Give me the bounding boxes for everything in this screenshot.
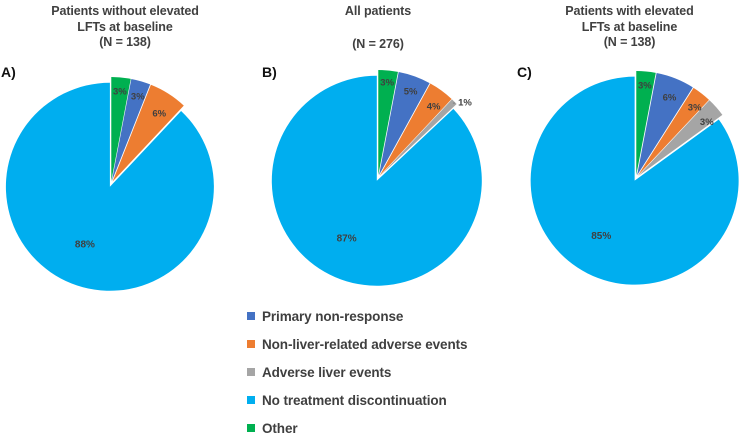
- panel-a-title-line1: Patients without elevated: [51, 4, 199, 18]
- legend-swatch-icon: [247, 340, 255, 348]
- panel-a-letter: A): [1, 64, 16, 80]
- pie-a-svg: 3% 3% 6% 88%: [5, 77, 214, 291]
- legend-item[interactable]: Primary non-response: [247, 302, 547, 330]
- pie-b-svg: 3% 5% 4% 1% 87%: [271, 70, 482, 286]
- panel-a-sample-size: (N = 138): [99, 35, 151, 49]
- pie-slice[interactable]: [378, 70, 398, 176]
- legend-item-label: Other: [262, 420, 298, 436]
- panel-a: Patients without elevated LFTs at baseli…: [0, 0, 250, 300]
- pie-slice-value-label: 3%: [638, 80, 652, 91]
- pie-slice[interactable]: [379, 72, 430, 176]
- pie-slice-value-label: 4%: [427, 102, 441, 113]
- pie-c-labels: 3% 6% 3% 3% 85%: [591, 80, 714, 242]
- panel-b: All patients (N = 276): [252, 0, 504, 300]
- legend-item[interactable]: No treatment discontinuation: [247, 386, 547, 414]
- panel-c-sample-size: (N = 138): [603, 35, 656, 49]
- pie-slice-value-label: 85%: [591, 231, 611, 242]
- panel-b-title-line1: All patients: [344, 4, 412, 18]
- pie-chart-a: 3% 3% 6% 88%: [5, 77, 217, 291]
- pie-c-svg: 3% 6% 3% 3% 85%: [530, 71, 739, 285]
- pie-a-slices: [5, 77, 214, 291]
- panel-c-title-line2: LFTs at baseline: [581, 19, 678, 34]
- pie-b-slices: [271, 70, 482, 286]
- pie-slice-value-label: 6%: [152, 109, 166, 120]
- pie-slice-value-label: 3%: [131, 92, 145, 103]
- legend-swatch-icon: [247, 312, 255, 320]
- panel-c-letter: C): [517, 64, 532, 80]
- pie-slice[interactable]: [111, 77, 131, 182]
- panel-c-title: Patients with elevated LFTs at baseline …: [506, 4, 753, 51]
- pie-slice-value-label: 3%: [688, 102, 702, 113]
- pie-slice[interactable]: [111, 78, 151, 182]
- legend-swatch-icon: [247, 368, 255, 376]
- pie-slice-value-label: 88%: [75, 239, 95, 250]
- pie-slice[interactable]: [636, 71, 656, 176]
- pie-slice[interactable]: [530, 76, 739, 285]
- pie-chart-c: 3% 6% 3% 3% 85%: [530, 70, 742, 285]
- pie-a-labels: 3% 3% 6% 88%: [75, 86, 167, 250]
- pie-chart-b: 3% 5% 4% 1% 87%: [271, 70, 487, 286]
- pie-slice-value-label: 87%: [337, 233, 357, 244]
- pie-slice-value-label: 3%: [380, 77, 394, 88]
- legend-item-label: No treatment discontinuation: [262, 392, 447, 408]
- panel-a-title-line2: LFTs at baseline: [77, 19, 173, 34]
- panel-b-sample-size: (N = 276): [352, 36, 404, 51]
- legend-item[interactable]: Other: [247, 414, 547, 442]
- pie-slice-value-label: 5%: [404, 87, 418, 98]
- legend-item-label: Adverse liver events: [262, 364, 392, 380]
- pie-slice[interactable]: [380, 99, 457, 176]
- pie-c-slices: [530, 71, 739, 285]
- panel-a-title: Patients without elevated LFTs at baseli…: [0, 4, 250, 51]
- pie-slice-value-label: 6%: [663, 92, 677, 103]
- legend-swatch-icon: [247, 396, 255, 404]
- pie-b-labels: 3% 5% 4% 1% 87%: [337, 77, 473, 244]
- panel-c: Patients with elevated LFTs at baseline …: [506, 0, 753, 300]
- legend-item[interactable]: Non-liver-related adverse events: [247, 330, 547, 358]
- pie-slice[interactable]: [637, 87, 710, 176]
- pie-slice-value-label: 3%: [700, 117, 714, 128]
- legend-item-label: Non-liver-related adverse events: [262, 336, 468, 352]
- pie-slice-value-label: 1%: [458, 98, 472, 109]
- legend-item[interactable]: Adverse liver events: [247, 358, 547, 386]
- pie-slice[interactable]: [638, 100, 723, 177]
- panel-b-title: All patients (N = 276): [252, 4, 504, 52]
- pie-slice[interactable]: [637, 73, 693, 176]
- legend-swatch-icon: [247, 424, 255, 432]
- pie-slice[interactable]: [271, 75, 482, 286]
- panel-c-title-line1: Patients with elevated: [565, 4, 694, 18]
- pie-slice[interactable]: [5, 82, 214, 291]
- panel-b-letter: B): [262, 64, 277, 80]
- pie-slice-value-label: 3%: [113, 86, 127, 97]
- pie-slice[interactable]: [379, 83, 452, 176]
- pie-slice[interactable]: [112, 84, 184, 182]
- legend-item-label: Primary non-response: [262, 308, 404, 324]
